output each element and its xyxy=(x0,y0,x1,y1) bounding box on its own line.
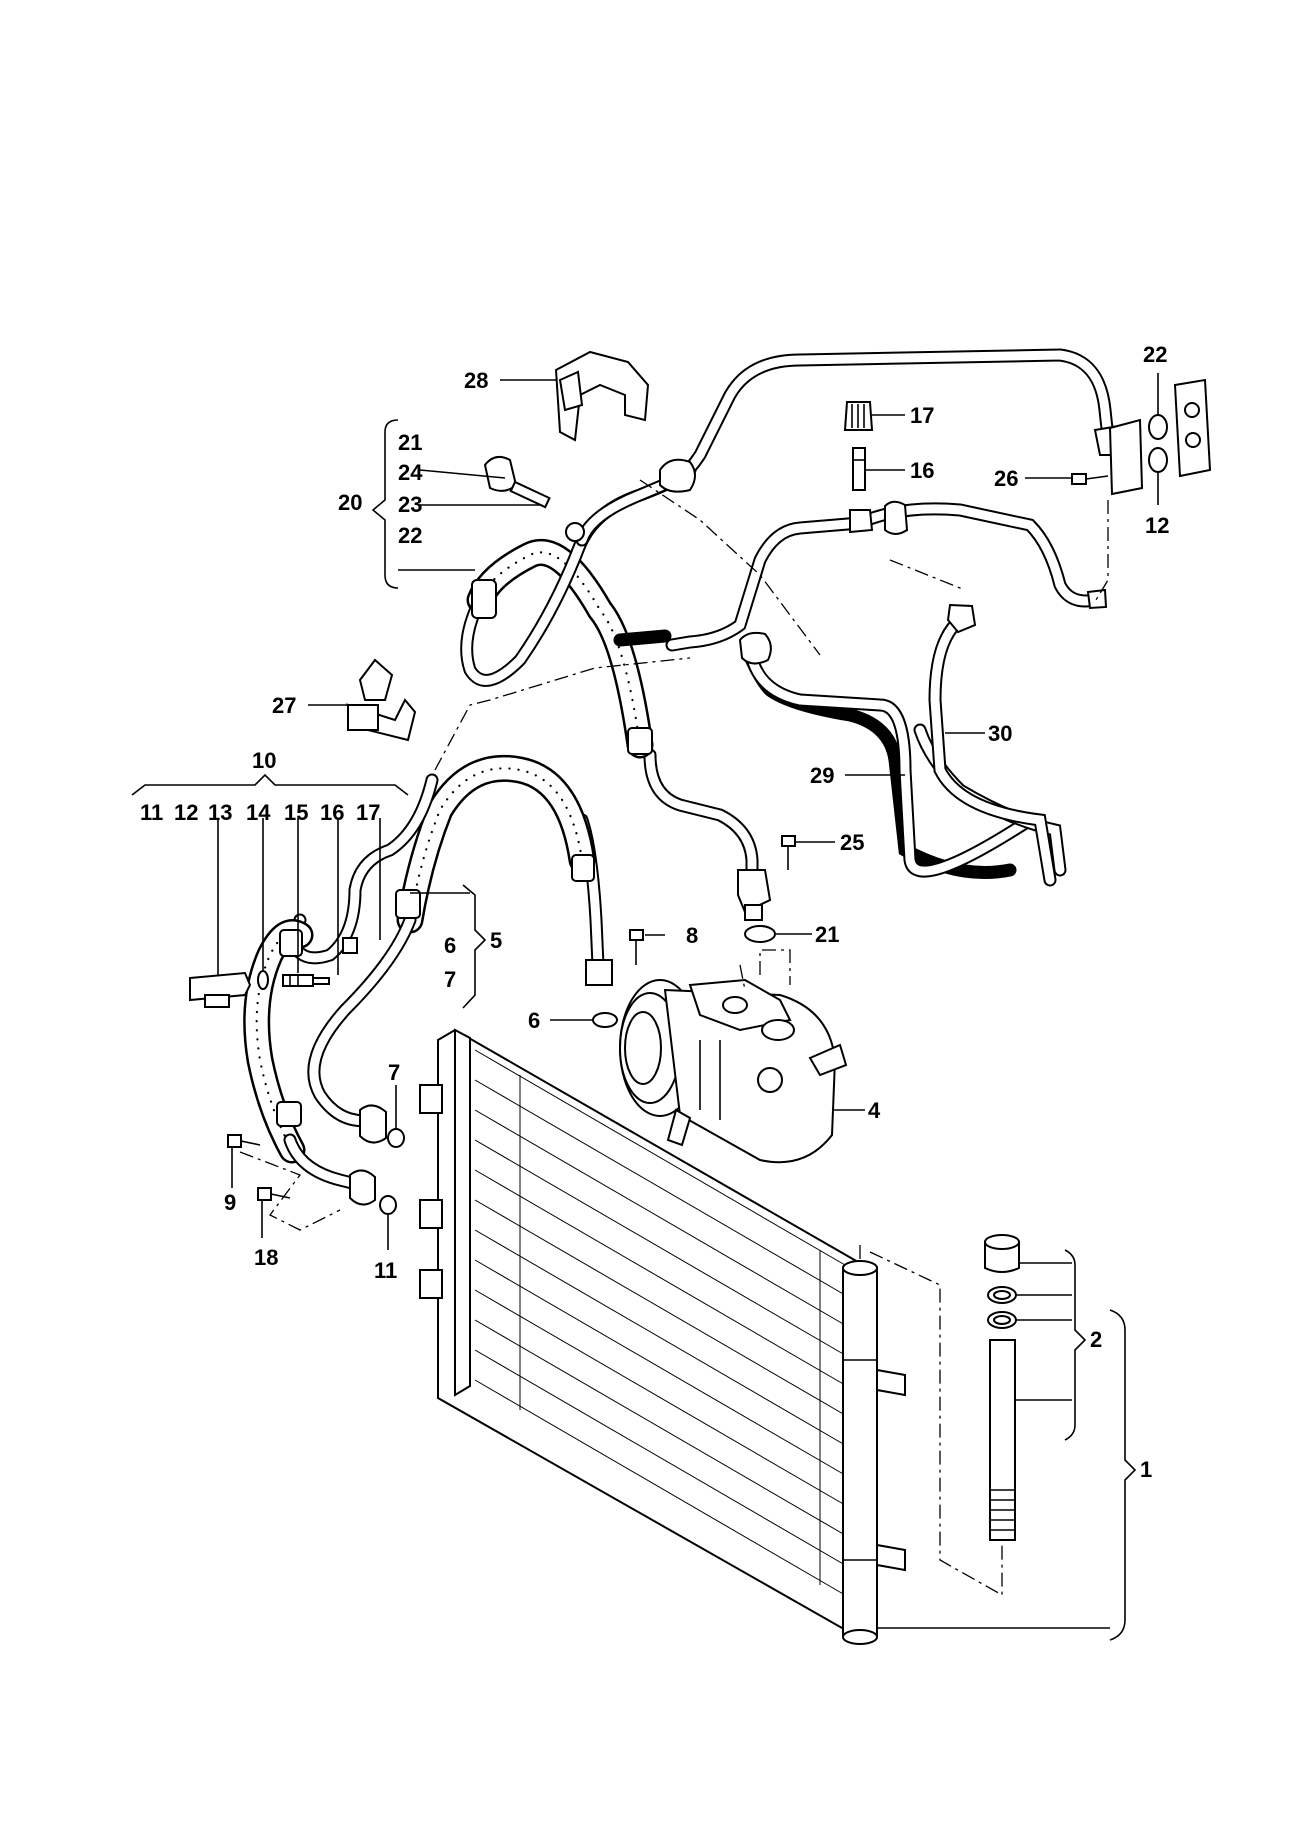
callout-16-top: 16 xyxy=(910,458,934,483)
lower-lines xyxy=(613,603,1067,887)
discharge-hose xyxy=(307,754,613,1144)
callout-10: 10 xyxy=(252,748,276,773)
callout-18: 18 xyxy=(254,1245,278,1270)
bolt-18 xyxy=(257,1187,291,1201)
callout-23: 23 xyxy=(398,492,422,517)
callout-20: 20 xyxy=(338,490,362,515)
pressure-line xyxy=(243,773,439,1206)
condenser-fins xyxy=(474,1049,846,1596)
valve-16 xyxy=(852,447,866,491)
suction-hose xyxy=(460,463,772,921)
callout-7-bracket: 7 xyxy=(444,967,456,992)
flange-right xyxy=(1108,418,1144,496)
bolt-25 xyxy=(781,835,796,870)
callout-6-bracket: 6 xyxy=(444,933,456,958)
callout-28: 28 xyxy=(464,368,488,393)
pressure-switch xyxy=(189,971,252,1008)
callout-22-group: 22 xyxy=(398,523,422,548)
seal-21 xyxy=(744,925,776,943)
callout-6-seal: 6 xyxy=(528,1008,540,1033)
callout-15: 15 xyxy=(284,800,308,825)
callout-25: 25 xyxy=(840,830,864,855)
callout-17-left: 17 xyxy=(356,800,380,825)
clip-28 xyxy=(554,350,650,442)
callout-16-left: 16 xyxy=(320,800,344,825)
callout-5: 5 xyxy=(490,928,502,953)
dryer-cartridge xyxy=(984,1234,1020,1541)
callout-17-top: 17 xyxy=(910,403,934,428)
bracket-27 xyxy=(345,658,417,742)
valve-15 xyxy=(282,974,330,987)
callout-12-top: 12 xyxy=(174,800,198,825)
plate-right xyxy=(1173,378,1212,478)
callout-7-seal: 7 xyxy=(388,1060,400,1085)
seal-11 xyxy=(379,1195,397,1215)
callout-11-top: 11 xyxy=(140,800,163,825)
seal-6 xyxy=(592,1012,618,1028)
callout-30: 30 xyxy=(988,721,1012,746)
cap-17 xyxy=(843,401,874,431)
callout-labels: 1 2 4 5 6 7 6 7 8 9 10 11 12 13 14 15 16… xyxy=(140,342,1169,1482)
valve-23 xyxy=(509,480,551,509)
callout-24: 24 xyxy=(398,460,423,485)
o-ring-14 xyxy=(257,970,269,990)
callout-26: 26 xyxy=(994,466,1018,491)
service-line xyxy=(665,500,1108,652)
callout-21-group: 21 xyxy=(398,430,422,455)
callout-14: 14 xyxy=(246,800,271,825)
callout-27: 27 xyxy=(272,693,296,718)
cap-24 xyxy=(483,455,518,492)
callout-9: 9 xyxy=(224,1190,236,1215)
callout-2: 2 xyxy=(1090,1327,1102,1352)
callout-12-right: 12 xyxy=(1145,513,1169,538)
callout-1: 1 xyxy=(1140,1457,1152,1482)
callout-11-seal: 11 xyxy=(374,1258,397,1283)
bolt-26 xyxy=(1071,473,1109,485)
callout-13: 13 xyxy=(208,800,232,825)
bolt-8 xyxy=(629,929,644,965)
seal-7 xyxy=(387,1128,405,1148)
seal-22-right xyxy=(1148,414,1168,440)
seal-12 xyxy=(1148,447,1168,473)
condenser xyxy=(419,1028,906,1645)
callout-4: 4 xyxy=(868,1098,881,1123)
callout-22-right: 22 xyxy=(1143,342,1167,367)
callout-29: 29 xyxy=(810,763,834,788)
bolt-9 xyxy=(227,1134,261,1148)
callout-8: 8 xyxy=(686,923,698,948)
callout-21-seal: 21 xyxy=(815,922,839,947)
leader-lines xyxy=(131,373,1159,1641)
compressor xyxy=(619,978,848,1164)
